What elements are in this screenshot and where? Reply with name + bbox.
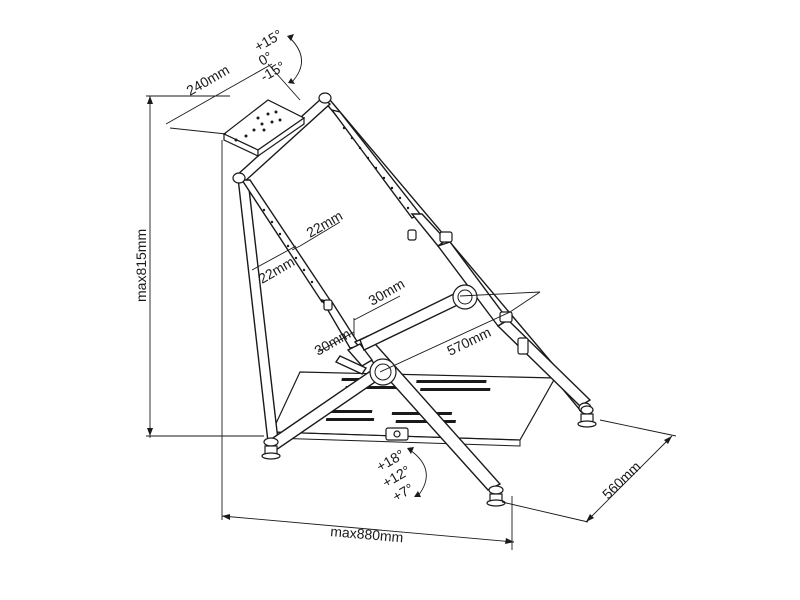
feet xyxy=(261,405,597,507)
label-tube-b-1: 30mm xyxy=(312,325,354,358)
base-angle-labels: +18° +12° +7° xyxy=(374,446,417,505)
tray-lock-knob xyxy=(385,427,409,441)
adjust-holes xyxy=(262,126,410,284)
label-max-height: max815mm xyxy=(133,229,149,302)
label-tube-a-2: 22mm xyxy=(304,207,346,240)
label-tube-a-1: 22mm xyxy=(256,253,298,286)
stand-frame xyxy=(222,92,597,507)
label-max-length: max880mm xyxy=(330,523,404,545)
pivot-upper xyxy=(452,284,478,310)
foot-left xyxy=(261,437,281,460)
foot-front xyxy=(486,485,506,507)
dimension-lines xyxy=(146,34,677,550)
foot-right xyxy=(577,405,597,428)
plate-angle-labels: +15° 0° -15° xyxy=(252,26,288,85)
right-inner-tube xyxy=(330,108,448,247)
label-plate-width: 240mm xyxy=(184,61,232,98)
label-depth: 560mm xyxy=(599,458,644,502)
pivot-lower xyxy=(369,358,397,386)
label-span: 570mm xyxy=(444,324,493,359)
adjust-knobs xyxy=(323,229,529,355)
wheel-mount-plate xyxy=(222,99,306,158)
